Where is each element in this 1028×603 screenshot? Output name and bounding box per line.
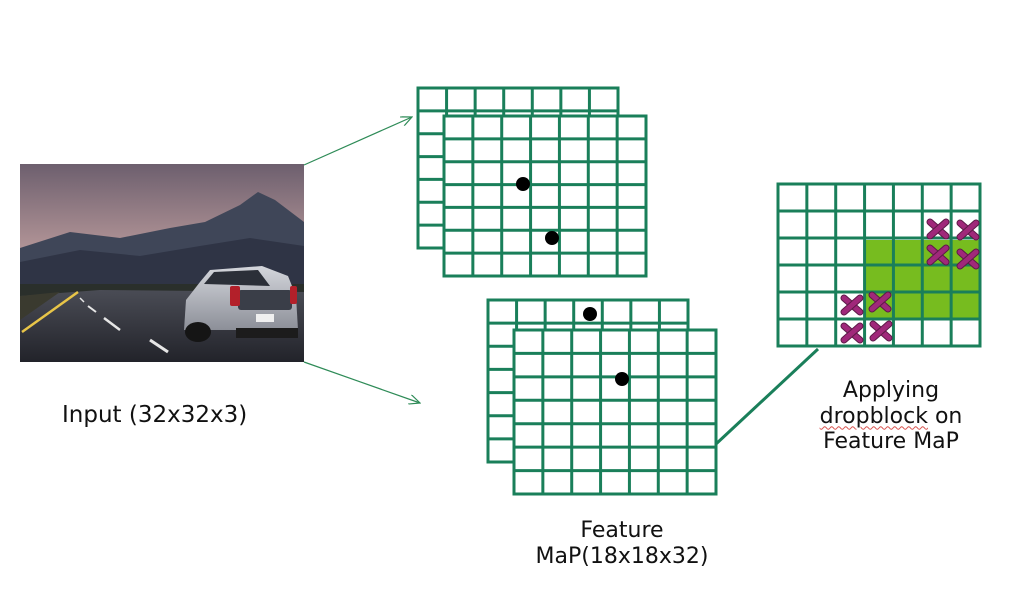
dropblock-label: Applying dropblock on Feature MaP [796, 378, 986, 455]
feature-label-line2: MaP(18x18x32) [535, 543, 709, 569]
activation-dot-icon [516, 177, 530, 191]
grid-frame [442, 114, 648, 278]
x-mark-icon [868, 291, 892, 313]
x-mark-icon [926, 218, 950, 240]
activation-dot-icon [583, 307, 597, 321]
input-label: Input (32x32x3) [62, 402, 248, 428]
dropblock-feature-map [776, 182, 982, 348]
x-mark-icon [956, 248, 980, 270]
x-mark-icon [840, 294, 864, 316]
feature-map-label: Feature MaP(18x18x32) [522, 518, 722, 569]
grid-frame [512, 328, 718, 496]
feature-label-line1: Feature [580, 518, 664, 543]
activation-dot-icon [615, 372, 629, 386]
arrow-to-feature-map-top [303, 117, 412, 166]
x-mark-icon [926, 244, 950, 266]
input-road-image [20, 164, 304, 362]
feature-map-top-front [442, 114, 648, 278]
dropblock-label-line2: dropblock on [796, 404, 986, 430]
connector-line [714, 347, 820, 446]
arrow-to-feature-map-bottom [303, 361, 420, 403]
feature-map-bottom-front [512, 328, 718, 496]
dropblock-label-line1: Applying [842, 378, 940, 403]
dropblock-label-line3: Feature MaP [823, 429, 959, 455]
dropblock-word: dropblock [819, 403, 928, 429]
x-mark-icon [840, 322, 864, 344]
dropblock-label-rest: on [927, 403, 963, 429]
x-mark-icon [956, 219, 980, 241]
activation-dot-icon [545, 231, 559, 245]
x-mark-icon [869, 320, 893, 342]
